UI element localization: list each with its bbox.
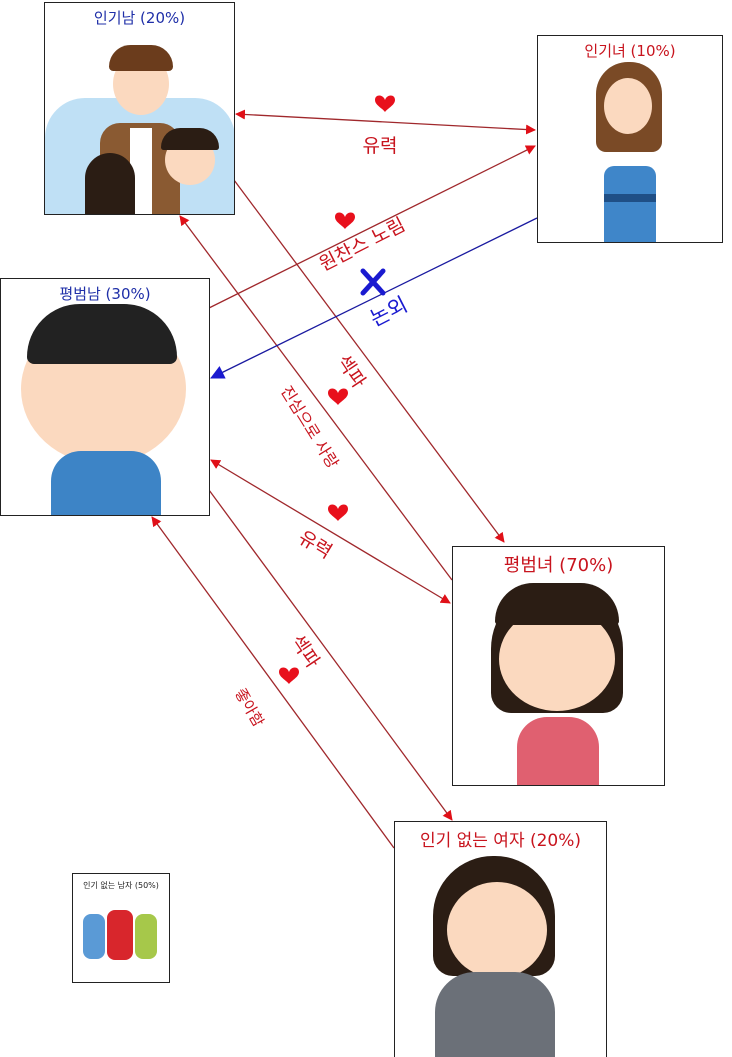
node-title: 평범녀 (70%)	[503, 555, 614, 576]
node-title: 인기 없는 여자 (20%)	[419, 831, 582, 851]
node-popular-man: 인기남 (20%)	[44, 2, 235, 215]
cross-icon	[360, 268, 386, 296]
node-average-man: 평범남 (30%)	[0, 278, 210, 516]
node-title: 평범남 (30%)	[59, 285, 151, 303]
node-title: 인기남 (20%)	[93, 9, 186, 27]
edge-fwb-popular	[233, 179, 505, 543]
heart-icon	[279, 667, 299, 684]
node-title: 인기녀 (10%)	[584, 42, 676, 60]
edge-one-chance	[208, 145, 536, 309]
label-popular-mutual: 유력	[363, 135, 398, 157]
edge-average-mutual	[210, 459, 451, 604]
node-popular-woman: 인기녀 (10%)	[537, 35, 723, 243]
edge-fwb-average	[208, 489, 453, 821]
node-unpopular-woman: 인기 없는 여자 (20%)	[394, 821, 607, 1057]
label-fwb-average: 섹파	[286, 631, 324, 672]
edge-popular-mutual	[235, 109, 536, 135]
heart-icon	[328, 388, 348, 405]
label-fwb-popular: 섹파	[332, 351, 370, 392]
label-one-chance: 원찬스 노림	[316, 214, 409, 276]
label-average-mutual: 유력	[294, 526, 335, 563]
node-unpopular-man: 인기 없는 남자 (50%)	[72, 873, 170, 983]
heart-icon	[328, 504, 348, 521]
node-average-woman: 평범녀 (70%)	[452, 546, 665, 786]
edge-likes	[151, 516, 395, 849]
node-title: 인기 없는 남자 (50%)	[83, 881, 159, 890]
edge-true-love	[179, 215, 453, 581]
edge-out-of-question	[210, 217, 538, 379]
label-likes: 좋아함	[231, 685, 267, 730]
heart-icon	[335, 212, 355, 229]
heart-icon	[375, 95, 395, 112]
